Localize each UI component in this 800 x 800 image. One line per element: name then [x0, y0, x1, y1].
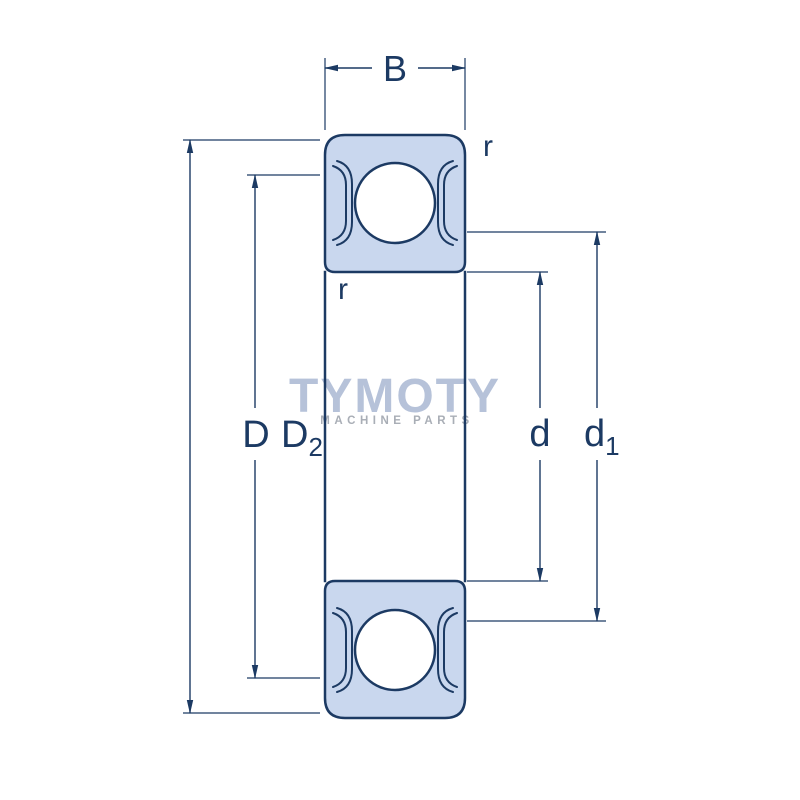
bearing-cross-section [323, 133, 467, 720]
label-d1: d1 [584, 413, 620, 461]
label-d1-subscript: 1 [605, 431, 619, 461]
watermark-subtitle: MACHINE PARTS [320, 415, 473, 427]
watermark: TYMOTY MACHINE PARTS [289, 370, 499, 427]
dimension-D2: D2 [247, 174, 323, 679]
ball [353, 161, 437, 245]
dimension-d: d [467, 271, 551, 582]
shield-right-inner-line [443, 165, 458, 241]
label-D2-subscript: 2 [308, 432, 322, 462]
dimension-B: B [324, 48, 466, 130]
label-r-outer: r [483, 130, 493, 163]
bearing-top-half [323, 133, 467, 274]
label-D2: D2 [281, 414, 323, 462]
label-D: D [242, 414, 269, 456]
dimension-d1: d1 [467, 231, 620, 622]
label-d: d [529, 413, 550, 455]
dimension-D: D [183, 139, 320, 714]
label-d1-main: d [584, 413, 605, 455]
shield-left-outer-line [336, 160, 353, 246]
shield-right-outer-line [437, 160, 454, 246]
radius-labels: r r [338, 130, 493, 306]
shield-left-inner-line [332, 165, 347, 241]
label-D2-main: D [281, 414, 308, 456]
label-B: B [383, 48, 407, 89]
label-r-inner: r [338, 273, 348, 306]
bearing-bottom-half [323, 579, 467, 720]
